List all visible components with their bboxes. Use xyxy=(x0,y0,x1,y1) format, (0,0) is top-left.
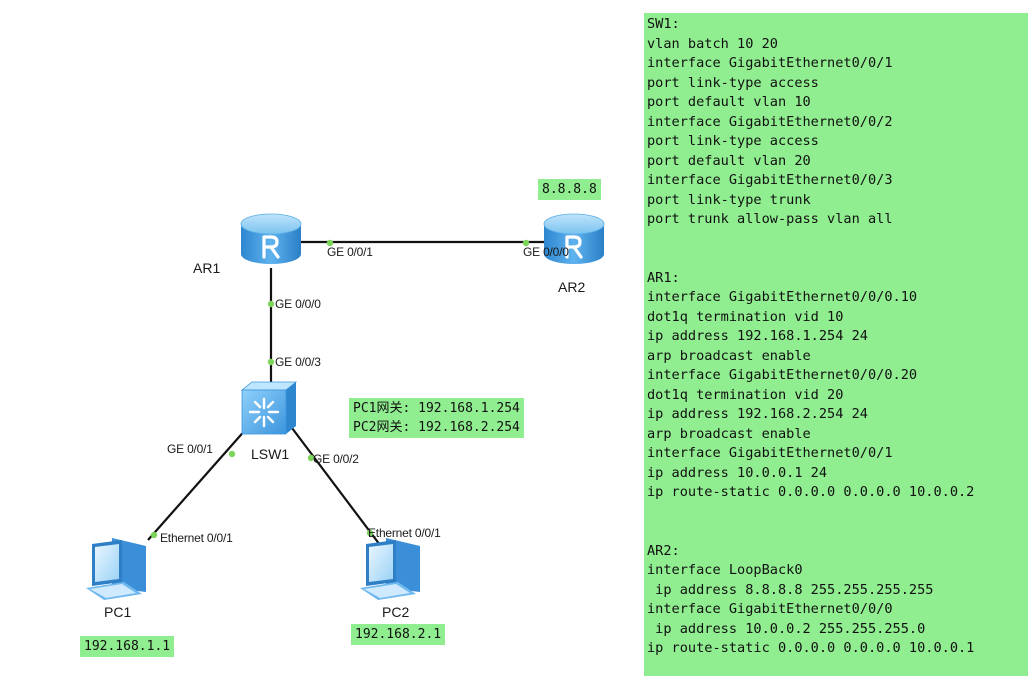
note-pc1-ip: 192.168.1.1 xyxy=(80,636,175,657)
config-line: port link-type access xyxy=(647,133,819,149)
config-line: vlan batch 10 20 xyxy=(647,35,778,52)
config-line: ip route-static 0.0.0.0 0.0.0.0 10.0.0.1 xyxy=(647,640,975,656)
config-line: ip route-static 0.0.0.0 0.0.0.0 10.0.0.2 xyxy=(647,484,975,500)
config-line: interface GigabitEthernet0/0/0.10 xyxy=(647,289,918,305)
pc-icon[interactable] xyxy=(86,538,146,600)
port-dot-ar1-ge000 xyxy=(267,300,275,308)
config-line: ip address 10.0.0.1 24 xyxy=(647,464,828,481)
config-line: ip address 192.168.1.254 24 xyxy=(647,328,868,344)
config-line: ip address 8.8.8.8 255.255.255.255 xyxy=(647,581,934,598)
port-label-lsw1-ge001: GE 0/0/1 xyxy=(167,442,213,456)
config-line: interface GigabitEthernet0/0/2 xyxy=(647,113,893,130)
port-dot-lsw1-ge001 xyxy=(228,450,236,458)
link-lsw1-pc2 xyxy=(291,427,381,546)
link-lsw1-pc1 xyxy=(147,427,248,541)
port-dot-pc1-eth xyxy=(150,531,158,539)
note-gateway-pc2: PC2网关: 192.168.2.254 xyxy=(349,418,524,438)
config-line: interface GigabitEthernet0/0/3 xyxy=(647,172,893,188)
config-line: AR2: xyxy=(647,542,680,559)
config-line: port link-type trunk xyxy=(647,191,811,208)
config-panel: SW1: vlan batch 10 20 interface GigabitEth… xyxy=(644,13,1028,676)
device-label-lsw1: LSW1 xyxy=(251,446,290,462)
config-line: interface GigabitEthernet0/0/0 xyxy=(647,601,893,617)
port-dot-pc2-eth xyxy=(366,529,374,537)
links xyxy=(147,240,545,546)
port-dot-ar2-ge000 xyxy=(522,239,530,247)
port-label-lsw1-ge002: GE 0/0/2 xyxy=(313,452,359,466)
port-dot-lsw1-ge002 xyxy=(307,454,315,462)
config-line xyxy=(647,503,1028,523)
config-line xyxy=(647,522,1028,542)
config-line: port link-type access xyxy=(647,74,819,91)
note-gateway-pc1: PC1网关: 192.168.1.254 xyxy=(349,398,524,418)
config-line: interface GigabitEthernet0/0/1 xyxy=(647,445,893,461)
port-dot-ar1-ge001 xyxy=(326,239,334,247)
config-line: SW1: xyxy=(647,16,680,32)
config-line xyxy=(647,249,1028,269)
config-line: arp broadcast enable xyxy=(647,425,811,442)
device-label-pc2: PC2 xyxy=(382,604,410,620)
config-line: ip address 192.168.2.254 24 xyxy=(647,406,868,422)
device-label-ar1: AR1 xyxy=(193,260,221,276)
port-label-lsw1-ge003: GE 0/0/3 xyxy=(275,355,321,369)
port-label-ar1-ge001: GE 0/0/1 xyxy=(327,245,373,259)
config-line xyxy=(647,230,1028,250)
note-ar2-loopback: 8.8.8.8 xyxy=(538,179,601,200)
device-label-ar2: AR2 xyxy=(558,279,586,295)
switch-icon[interactable] xyxy=(240,381,298,435)
router-icon[interactable] xyxy=(240,213,302,264)
router-icon[interactable] xyxy=(543,213,605,264)
device-label-pc1: PC1 xyxy=(104,604,132,620)
config-line: interface LoopBack0 xyxy=(647,562,803,578)
config-line: port default vlan 20 xyxy=(647,152,811,169)
config-line: port default vlan 10 xyxy=(647,94,811,110)
note-pc2-ip: 192.168.2.1 xyxy=(351,624,446,645)
port-dots xyxy=(150,239,530,539)
config-line: arp broadcast enable xyxy=(647,347,811,364)
config-line: AR1: xyxy=(647,269,680,286)
config-line: interface GigabitEthernet0/0/1 xyxy=(647,55,893,71)
pc-icon[interactable] xyxy=(360,538,420,600)
port-label-ar2-ge000: GE 0/0/0 xyxy=(523,245,569,259)
config-line: dot1q termination vid 20 xyxy=(647,386,844,403)
config-line: port trunk allow-pass vlan all xyxy=(647,211,893,227)
port-dot-lsw1-ge003 xyxy=(267,358,275,366)
network-topology xyxy=(86,213,605,600)
port-label-pc2-eth: Ethernet 0/0/1 xyxy=(368,526,441,540)
port-label-ar1-ge000: GE 0/0/0 xyxy=(275,297,321,311)
config-line: ip address 10.0.0.2 255.255.255.0 xyxy=(647,620,926,637)
config-line: interface GigabitEthernet0/0/0.20 xyxy=(647,367,918,383)
config-line: dot1q termination vid 10 xyxy=(647,308,844,325)
port-label-pc1-eth: Ethernet 0/0/1 xyxy=(160,531,233,545)
